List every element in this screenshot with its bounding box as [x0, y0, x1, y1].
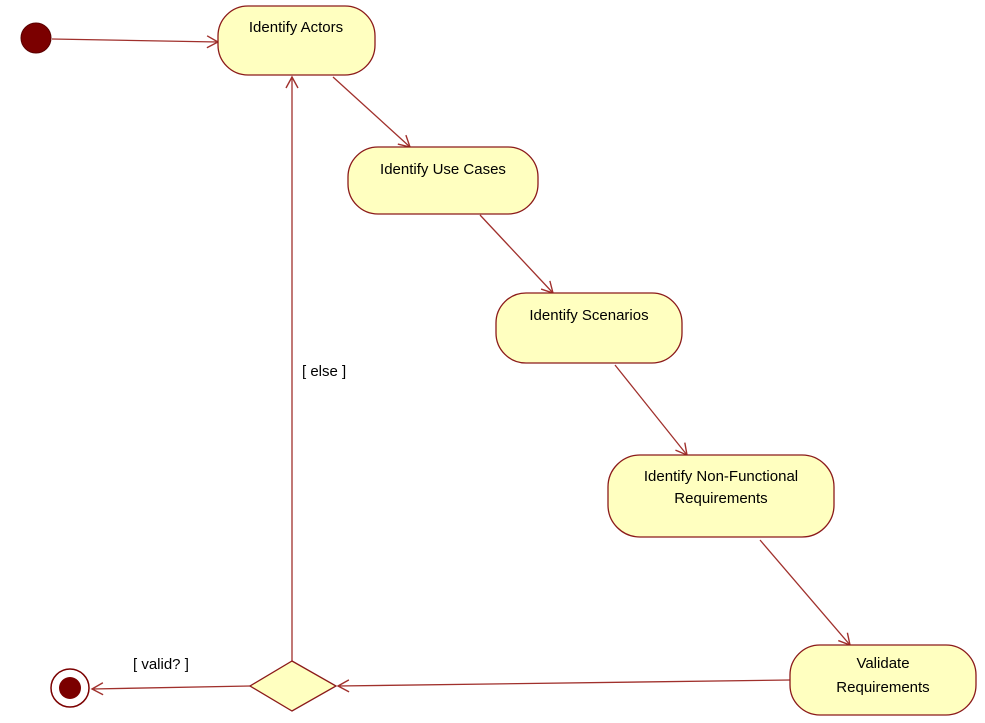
activity-label: Identify Scenarios: [529, 307, 648, 324]
edge-validate-to-decision: [336, 679, 791, 693]
activity-label-line-2: Requirements: [674, 490, 767, 507]
activity-identify-non-functional-requirements: Identify Non-Functional Requirements: [607, 454, 835, 538]
activity-identify-actors: Identify Actors: [217, 5, 376, 76]
edge-use-cases-to-scenarios: [479, 214, 554, 295]
edge-scenarios-to-nfr: [614, 364, 688, 457]
edges: [51, 35, 851, 696]
activity-label: Identify Actors: [249, 19, 343, 36]
activity-identify-use-cases: Identify Use Cases: [347, 146, 539, 215]
guard-else: [ else ]: [302, 363, 346, 380]
final-node: [50, 668, 90, 708]
edge-decision-to-final: [90, 682, 251, 696]
decision-node: [248, 660, 338, 712]
initial-node: [20, 22, 52, 54]
activity-identify-scenarios: Identify Scenarios: [495, 292, 683, 364]
activity-label-line-1: Validate: [856, 655, 909, 672]
edge-start-to-actors: [51, 35, 220, 49]
activity-label: Identify Use Cases: [380, 161, 506, 178]
edge-nfr-to-validate: [759, 539, 851, 647]
edge-actors-to-use-cases: [332, 76, 412, 148]
activity-label-line-2: Requirements: [836, 679, 929, 696]
guard-valid: [ valid? ]: [133, 656, 189, 673]
activity-label-line-1: Identify Non-Functional: [644, 468, 798, 485]
activity-validate-requirements: Validate Requirements: [789, 644, 977, 716]
